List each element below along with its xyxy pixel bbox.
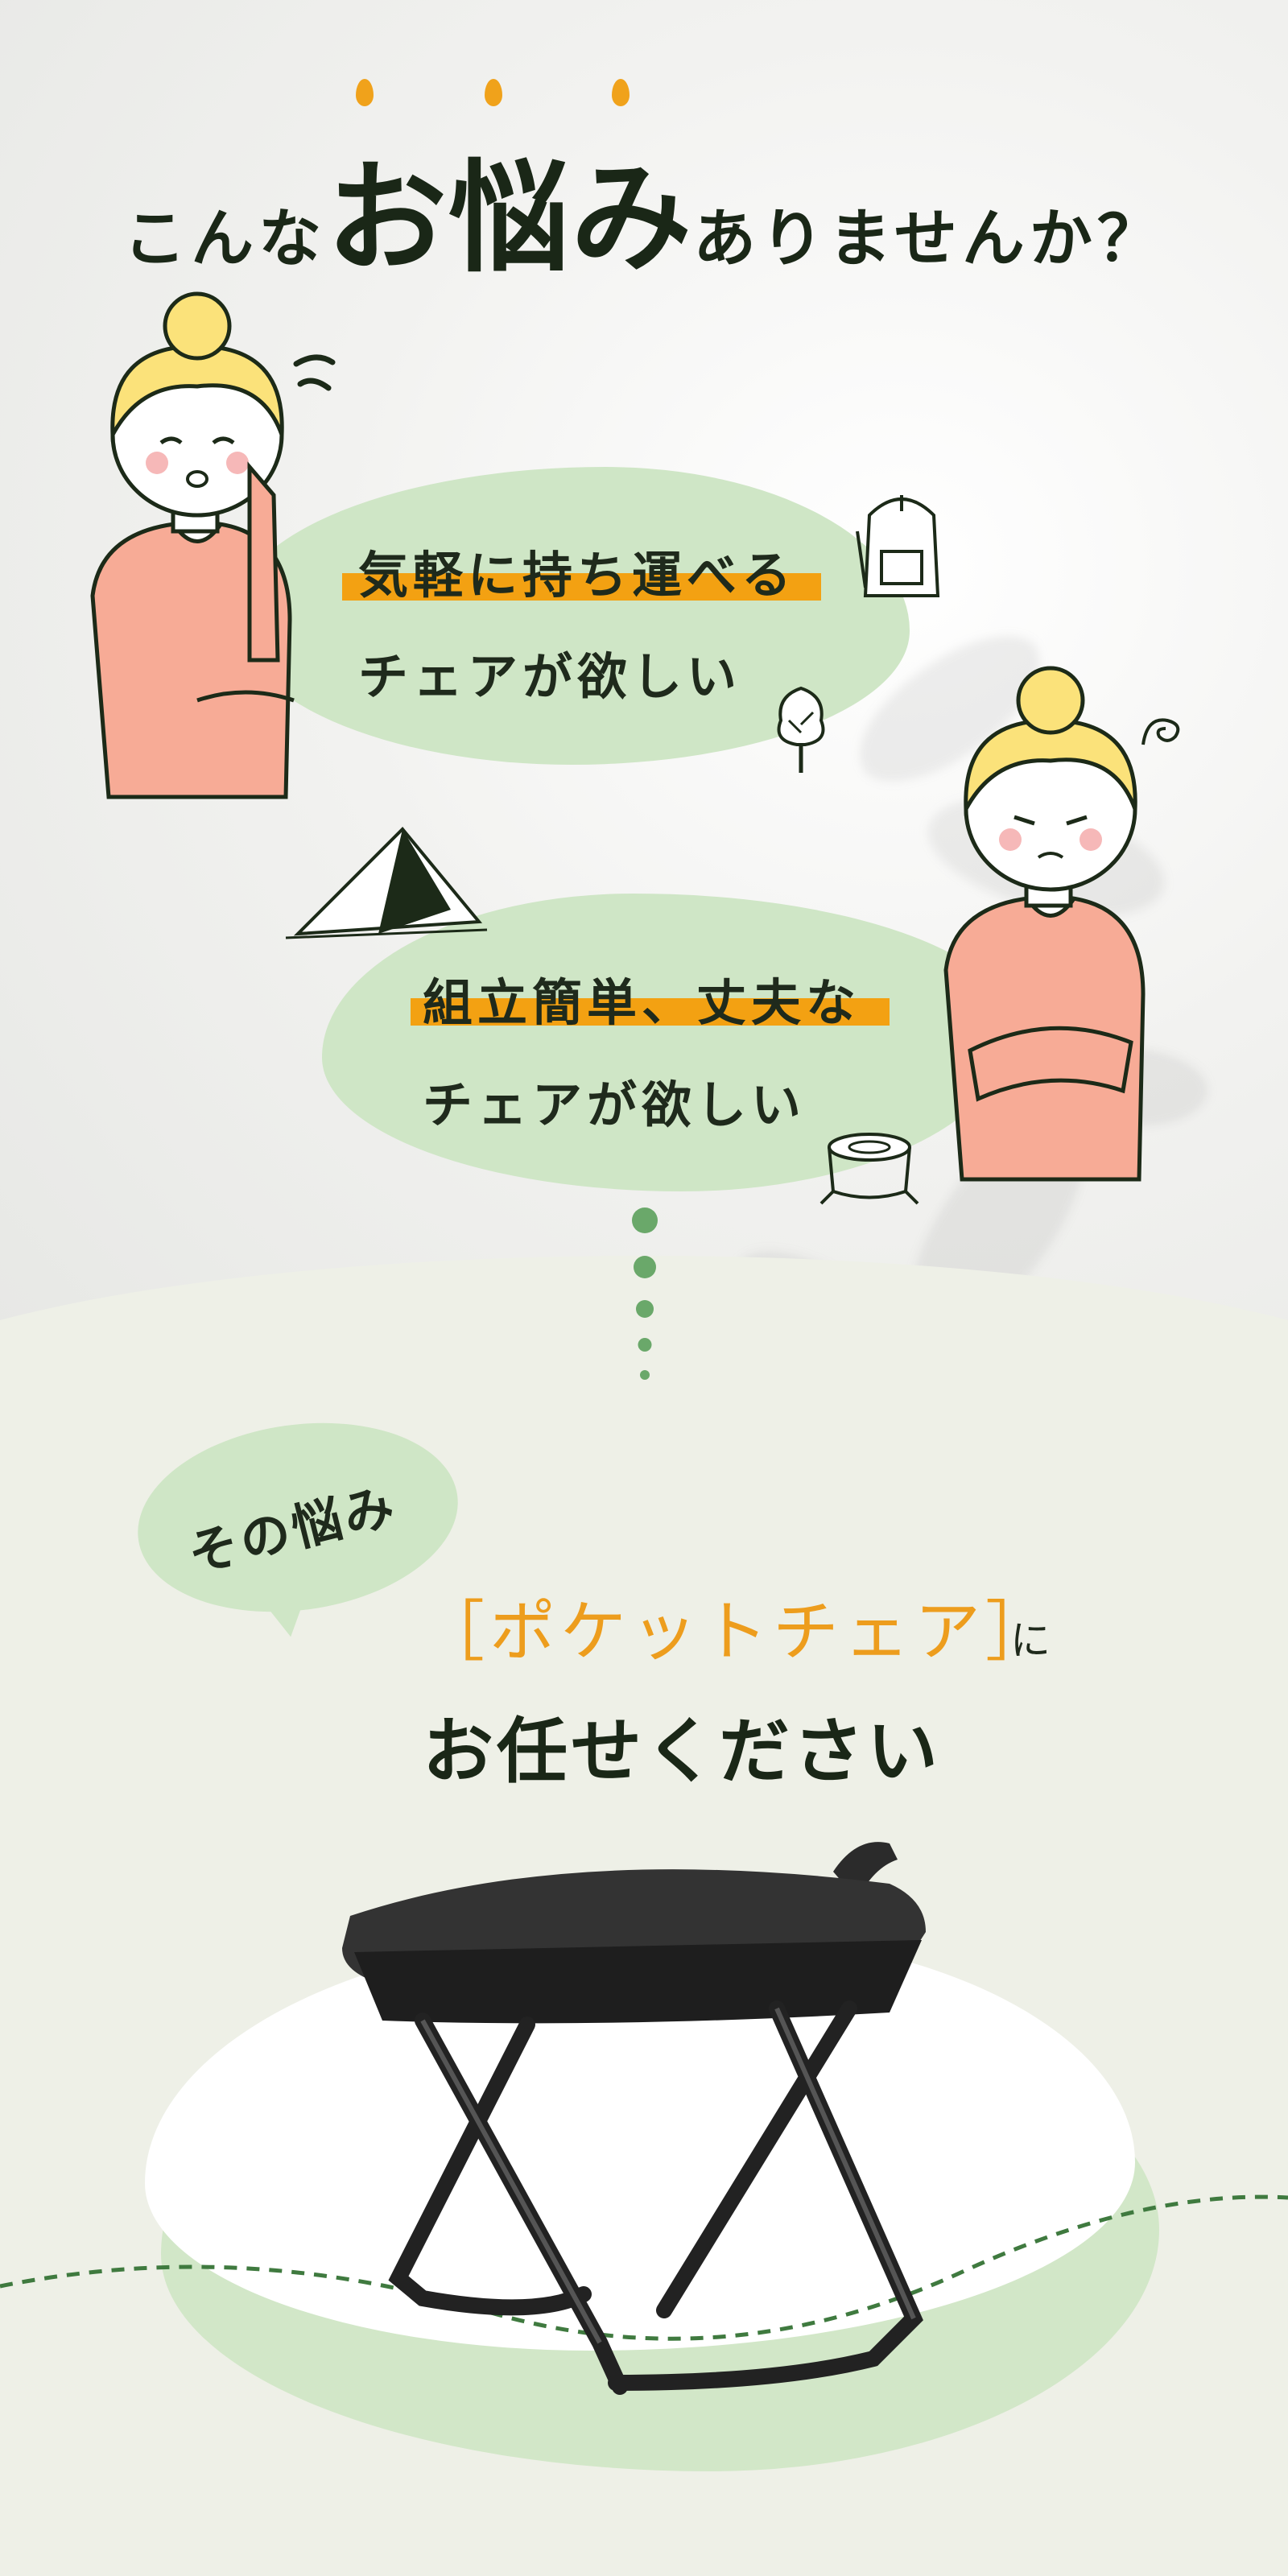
worry-2-line-1: 組立簡単、丈夫な [423, 973, 861, 1032]
product-name: ［ポケットチェア］ [419, 1594, 1057, 1670]
headline-prefix: こんな [123, 202, 327, 275]
tree-icon [777, 686, 825, 773]
worry-1-line-1: 気軽に持ち運べる [358, 546, 797, 605]
worry-1-line-2: チェアが欲しい [358, 647, 742, 706]
folding-stool-icon [342, 1842, 926, 2395]
headline-emphasis: お悩み [326, 147, 694, 289]
worry-2-line-2: チェアが欲しい [423, 1075, 807, 1134]
worried-woman-illustration-2 [943, 666, 1146, 1182]
backpack-icon [856, 495, 940, 597]
dashed-path-decoration [0, 2194, 1288, 2341]
emphasis-dots [356, 79, 630, 111]
tent-icon [285, 827, 488, 939]
page-headline: こんなお悩みありませんか？ [0, 121, 1288, 295]
sweat-drop-icon [293, 354, 336, 391]
highlight-bar [411, 998, 890, 1026]
continuation-dots [632, 1208, 658, 1393]
stump-icon [819, 1133, 919, 1205]
highlight-bar [342, 573, 821, 601]
product-particle: に [1010, 1617, 1051, 1664]
closing-message: お任せください [423, 1709, 942, 1793]
worried-woman-illustration-1 [90, 291, 295, 799]
swirl-icon [1141, 718, 1180, 745]
headline-suffix: ありませんか？ [693, 202, 1165, 275]
